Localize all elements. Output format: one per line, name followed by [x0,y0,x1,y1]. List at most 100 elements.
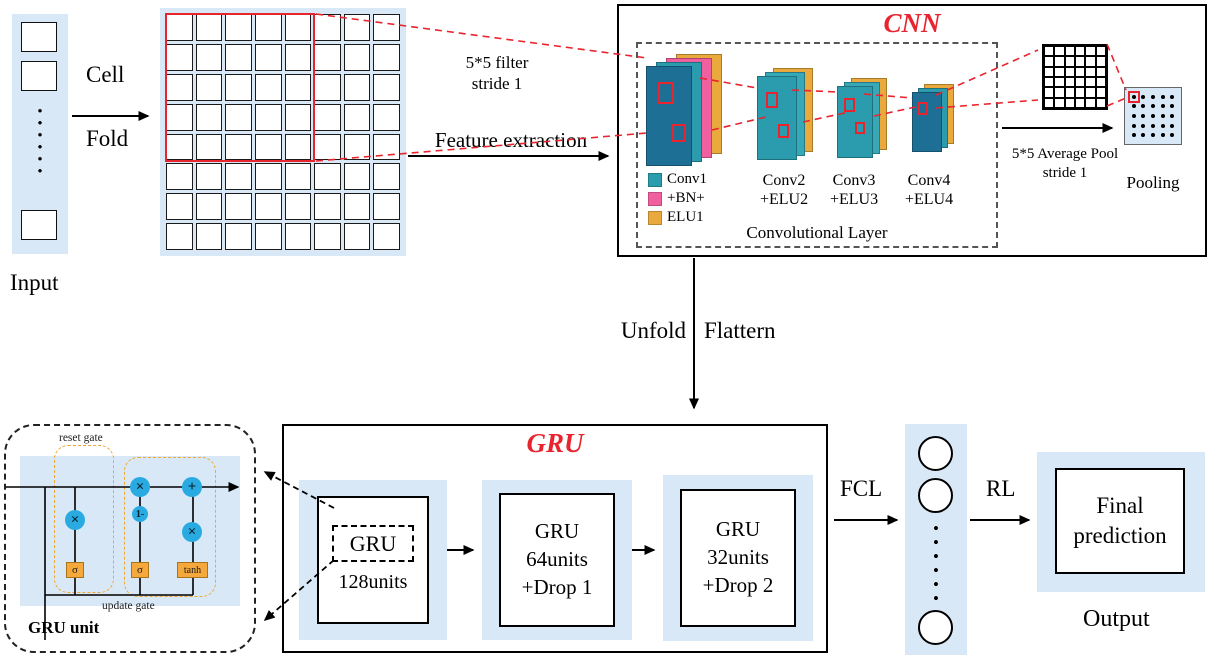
grid-cell [343,73,371,101]
final-prediction-box: Final prediction [1055,468,1185,574]
gru-cell-2-units: 64units [526,547,588,572]
filter-window-rect [165,13,315,162]
legend-conv1-label: Conv1 [667,171,708,187]
grid-cell [373,223,400,250]
grid-cell [254,223,282,250]
pool-grid-cell [1064,87,1075,98]
grid-cell [343,133,371,161]
conv4-front-map [912,92,942,152]
final-prediction-panel: Final prediction [1037,452,1205,592]
grid-cell [314,43,341,71]
grid-cell [195,103,223,131]
grid-cell [314,163,341,191]
grid-cell [314,133,341,161]
output-label: Output [1083,606,1150,632]
pool-grid-matrix [1044,46,1106,108]
fc-neuron [918,610,953,645]
grid-cell [373,163,400,191]
update-gate-label: update gate [102,600,155,612]
filter-mark [855,122,865,134]
pool-grid-cell [1074,46,1086,57]
fc-neuron [918,478,953,513]
pool-grid-cell [1085,76,1096,88]
convolutional-layer-box: Conv1 +BN+ ELU1 Conv2 +ELU2 Conv3 +ELU3 … [636,42,998,248]
pooling-dot [1170,94,1175,99]
gru-unit-detail: reset gate update gate GRU unit [4,424,256,653]
grid-cell [284,103,312,131]
avg-pool-line2: stride 1 [1042,164,1088,181]
filter-note-line2: stride 1 [471,74,523,94]
conv2-name: Conv2 [762,172,806,189]
pool-grid-cell [1095,66,1106,77]
grid-cell [343,14,371,41]
grid-cell [195,43,223,71]
grid-cell [343,103,371,131]
gru-title: GRU [526,428,584,458]
pooling-dot [1150,113,1155,118]
pooling-dot [1131,113,1136,118]
gru-cell-2-drop: +Drop 1 [521,574,593,599]
grid-cell [195,133,223,161]
gru-cell-1: GRU 128units [299,480,447,640]
grid-cell [254,43,282,71]
vertical-ellipsis: • • • • • • [37,104,43,180]
pool-grid-cell [1074,97,1086,108]
pool-grid-cell [1044,46,1055,57]
pool-grid-cell [1074,76,1086,88]
reset-gate-region [54,445,114,593]
reset-multiply-node: × [65,510,85,530]
grid-cell [225,103,252,131]
pool-grid-cell [1085,97,1096,108]
filter-mark [672,124,686,142]
grid-cell [284,14,312,41]
avg-pool-note: 5*5 Average Pool stride 1 [1002,145,1128,183]
gru-cell-3-units: 32units [707,545,769,570]
filter-mark [766,92,778,108]
grid-cell [373,43,400,71]
pool-grid-cell [1054,97,1065,108]
gru-cell-3-drop: +Drop 2 [702,572,774,597]
pooling-label: Pooling [1126,173,1180,192]
input-label: Input [10,270,59,295]
pooling-dot [1141,113,1146,118]
pool-grid-cell [1054,66,1065,77]
pool-grid-cell [1085,87,1096,98]
grid-cell [373,14,400,41]
cnn-title: CNN [883,8,941,38]
pooling-dot [1131,133,1136,138]
flattern-label: Flattern [704,318,776,343]
pool-grid-cell [1054,76,1065,88]
update-gate-region [124,457,216,597]
pool-grid-cell [1064,76,1075,88]
folded-input-grid [160,8,406,256]
grid-cell [254,73,282,101]
pool-grid-cell [1064,66,1075,77]
grid-cell [314,193,341,221]
grid-cell [166,73,193,101]
grid-cell [195,73,223,101]
pooling-dot [1170,123,1175,128]
final-line2: prediction [1073,523,1167,548]
fully-connected-layer: • • • • • • [905,424,967,655]
pooling-dot [1141,123,1146,128]
grid-cell [373,103,400,131]
grid-cell [373,133,400,161]
pooling-dot [1170,104,1175,109]
sigmoid-gate: σ [66,562,84,578]
pool-grid-cell [1085,46,1096,57]
pooling-dot [1170,133,1175,138]
pooling-dot [1131,123,1136,128]
grid-cell [343,163,371,191]
elu1-swatch-icon [648,210,662,225]
grid-cell [314,103,341,131]
pool-grid-cell [1044,66,1055,77]
pool-grid-cell [1044,56,1055,67]
candidate-multiply-node: × [182,522,202,542]
pool-input-grid [1042,44,1108,110]
conv3-activation: +ELU3 [829,190,879,208]
gru-cell-1-box: GRU 128units [317,496,429,624]
pooling-filter-mark [1128,91,1140,103]
bn-swatch-icon [648,191,662,206]
gru-cell-2: GRU 64units +Drop 1 [482,480,632,640]
pooling-dot [1160,94,1165,99]
